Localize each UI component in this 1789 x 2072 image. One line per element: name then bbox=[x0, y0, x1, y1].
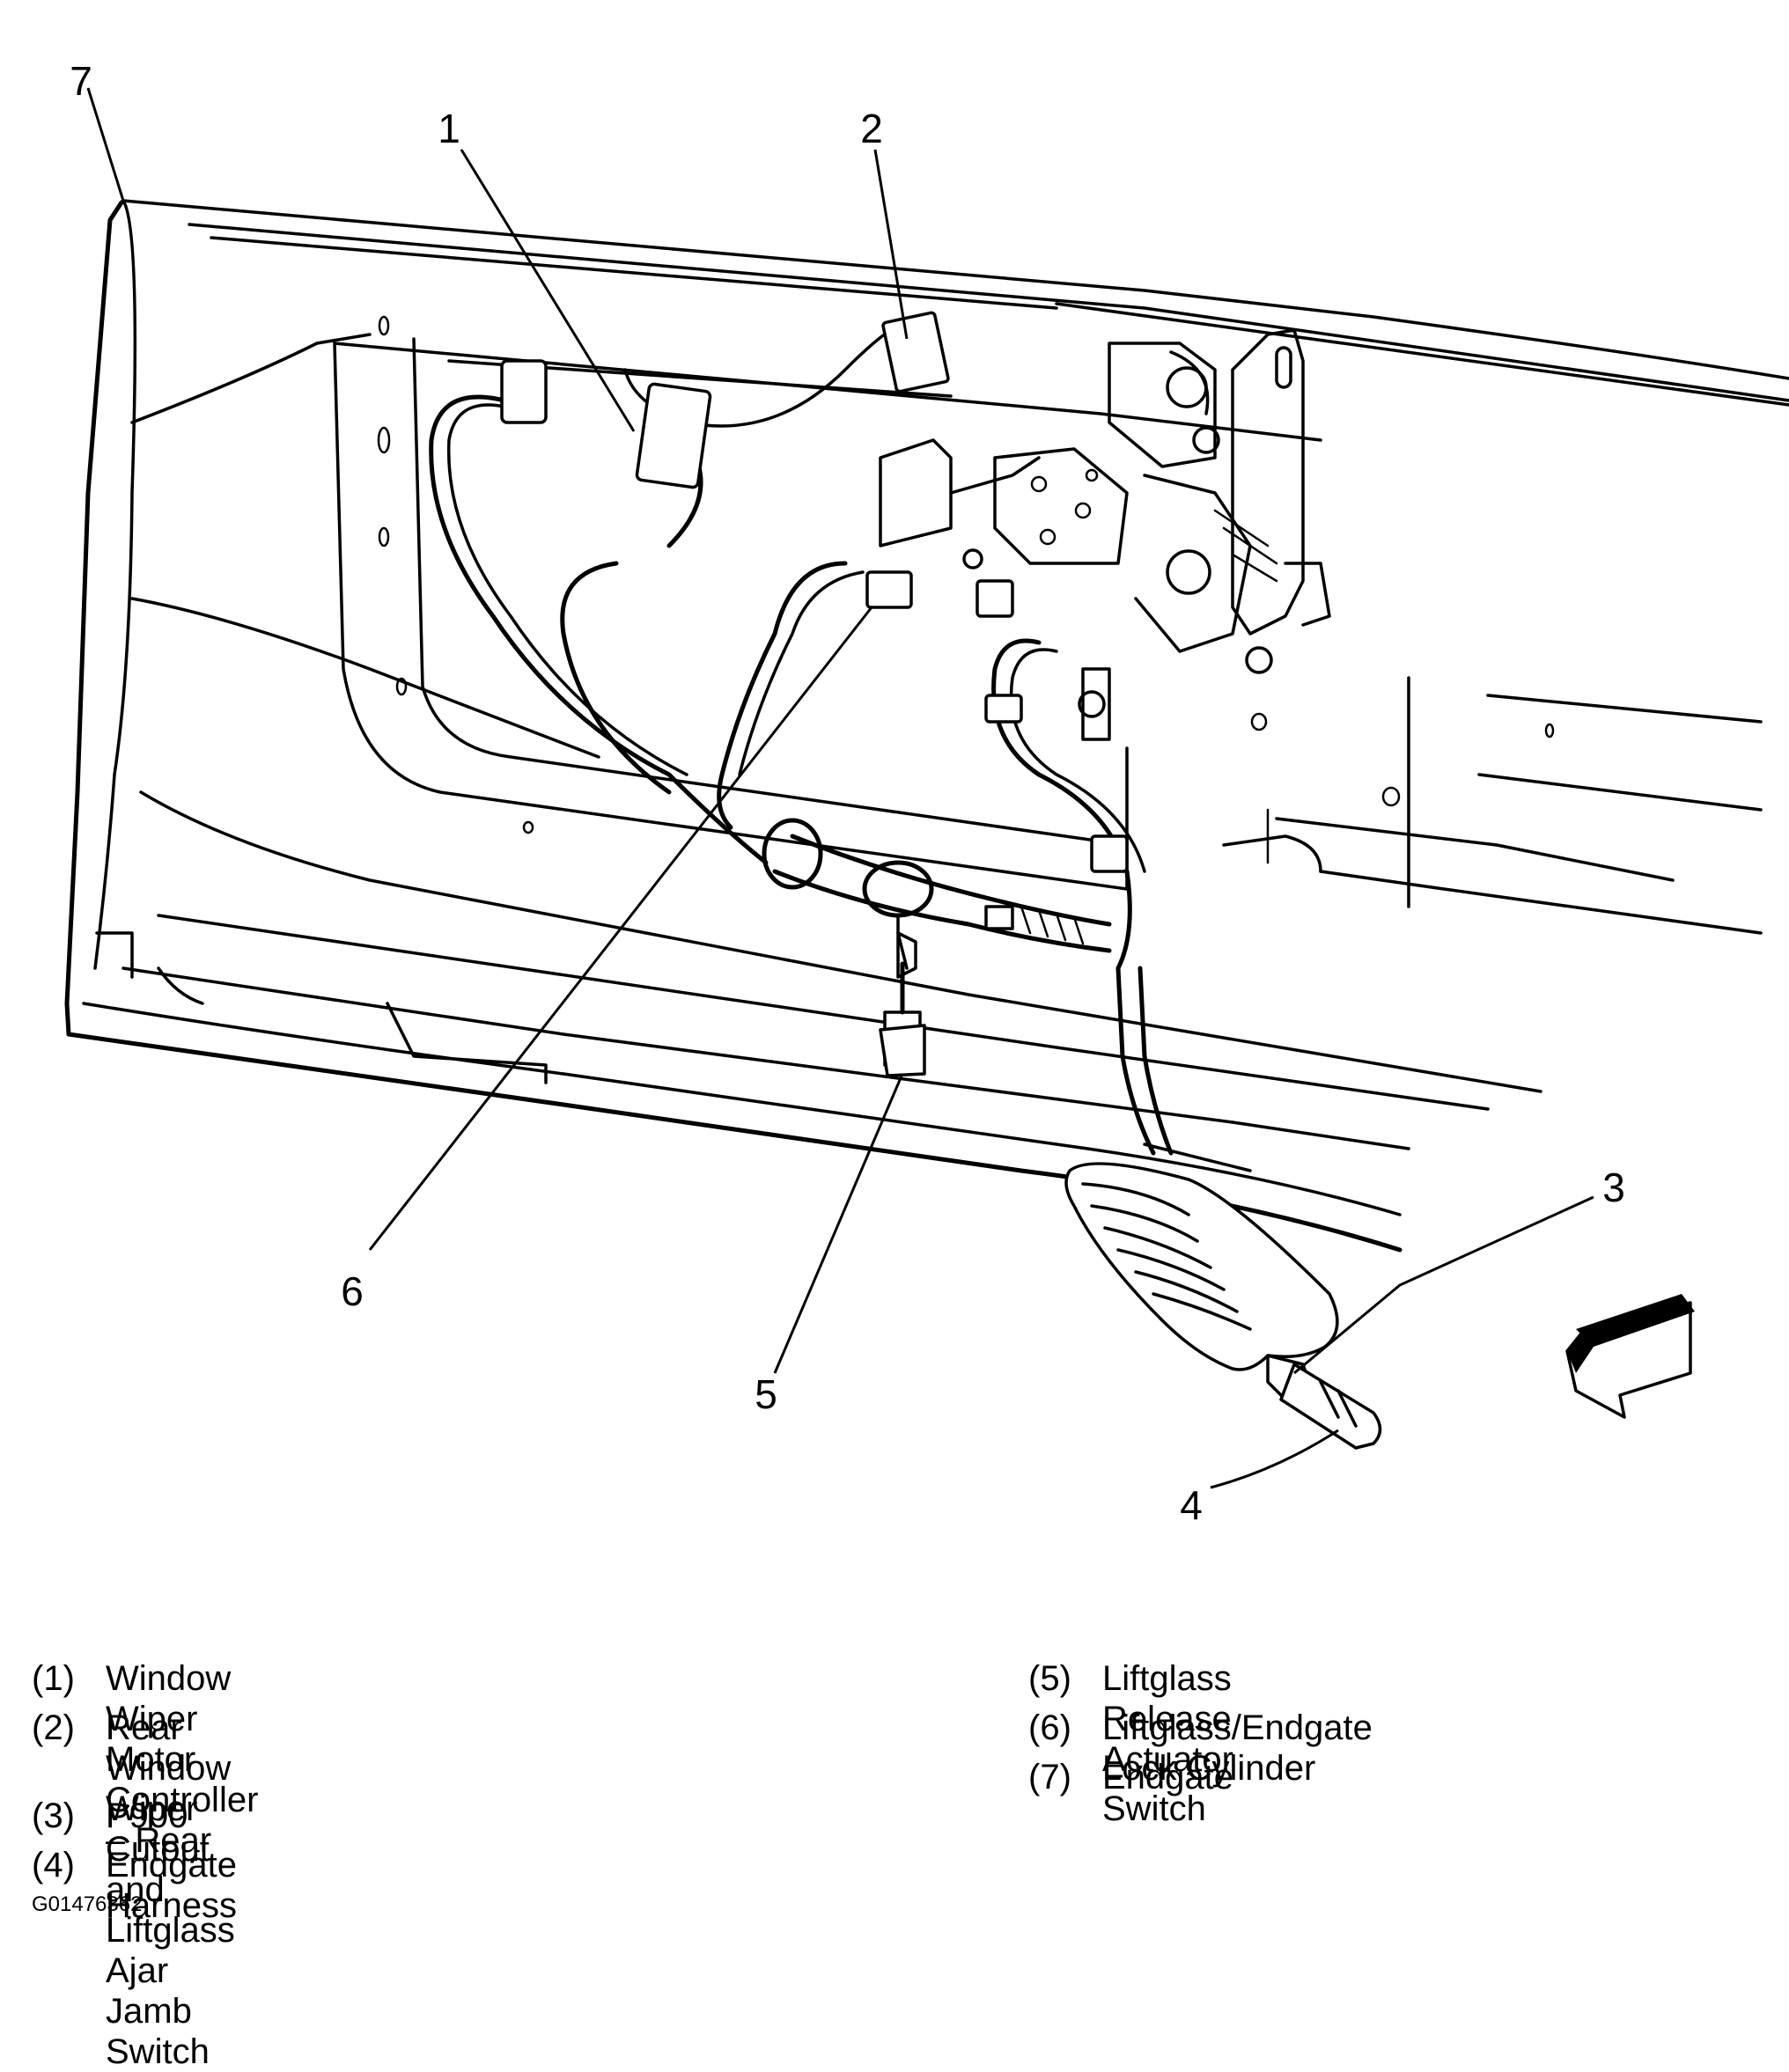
legend-text: Rear Window Wiper Cutout and Liftglass A… bbox=[106, 1708, 235, 2071]
legend-number: (6) bbox=[1028, 1708, 1071, 1747]
endgate-panel bbox=[64, 199, 1789, 1253]
callout-6: 6 bbox=[341, 1268, 364, 1314]
legend-number: (1) bbox=[32, 1659, 75, 1698]
legend-text: Liftglass Release Actuator bbox=[1102, 1659, 1233, 1779]
legend-number: (3) bbox=[32, 1796, 75, 1835]
arrow-down-left-icon bbox=[1565, 1294, 1695, 1419]
legend-number: (4) bbox=[32, 1846, 75, 1885]
endgate-diagram: 1 2 3 4 5 6 7 bbox=[64, 58, 1789, 1528]
callout-3: 3 bbox=[1602, 1165, 1625, 1210]
figure-id: G01476362 bbox=[32, 1892, 143, 1916]
callout-7: 7 bbox=[70, 58, 92, 104]
callout-4: 4 bbox=[1180, 1482, 1203, 1528]
legend-text: Window Wiper Motor Controller – Rear bbox=[106, 1659, 259, 1860]
legend-number: (2) bbox=[32, 1708, 75, 1747]
legend-number: (7) bbox=[1028, 1758, 1071, 1796]
callout-5: 5 bbox=[755, 1371, 777, 1417]
latch-assembly bbox=[879, 328, 1331, 741]
wiring-harness bbox=[429, 324, 1174, 1156]
callout-1: 1 bbox=[438, 106, 460, 151]
components bbox=[500, 311, 1129, 1077]
inner-cavity bbox=[333, 315, 1763, 935]
legend-text: Endgate bbox=[1102, 1758, 1234, 1796]
leader-lines bbox=[86, 87, 1594, 1489]
legend-text: P900 bbox=[106, 1796, 188, 1835]
p900-connector bbox=[1064, 1162, 1382, 1450]
callout-2: 2 bbox=[860, 106, 883, 151]
legend-number: (5) bbox=[1028, 1659, 1071, 1698]
legend-text: Liftglass/Endgate Lock Cylinder Switch bbox=[1102, 1708, 1373, 1828]
